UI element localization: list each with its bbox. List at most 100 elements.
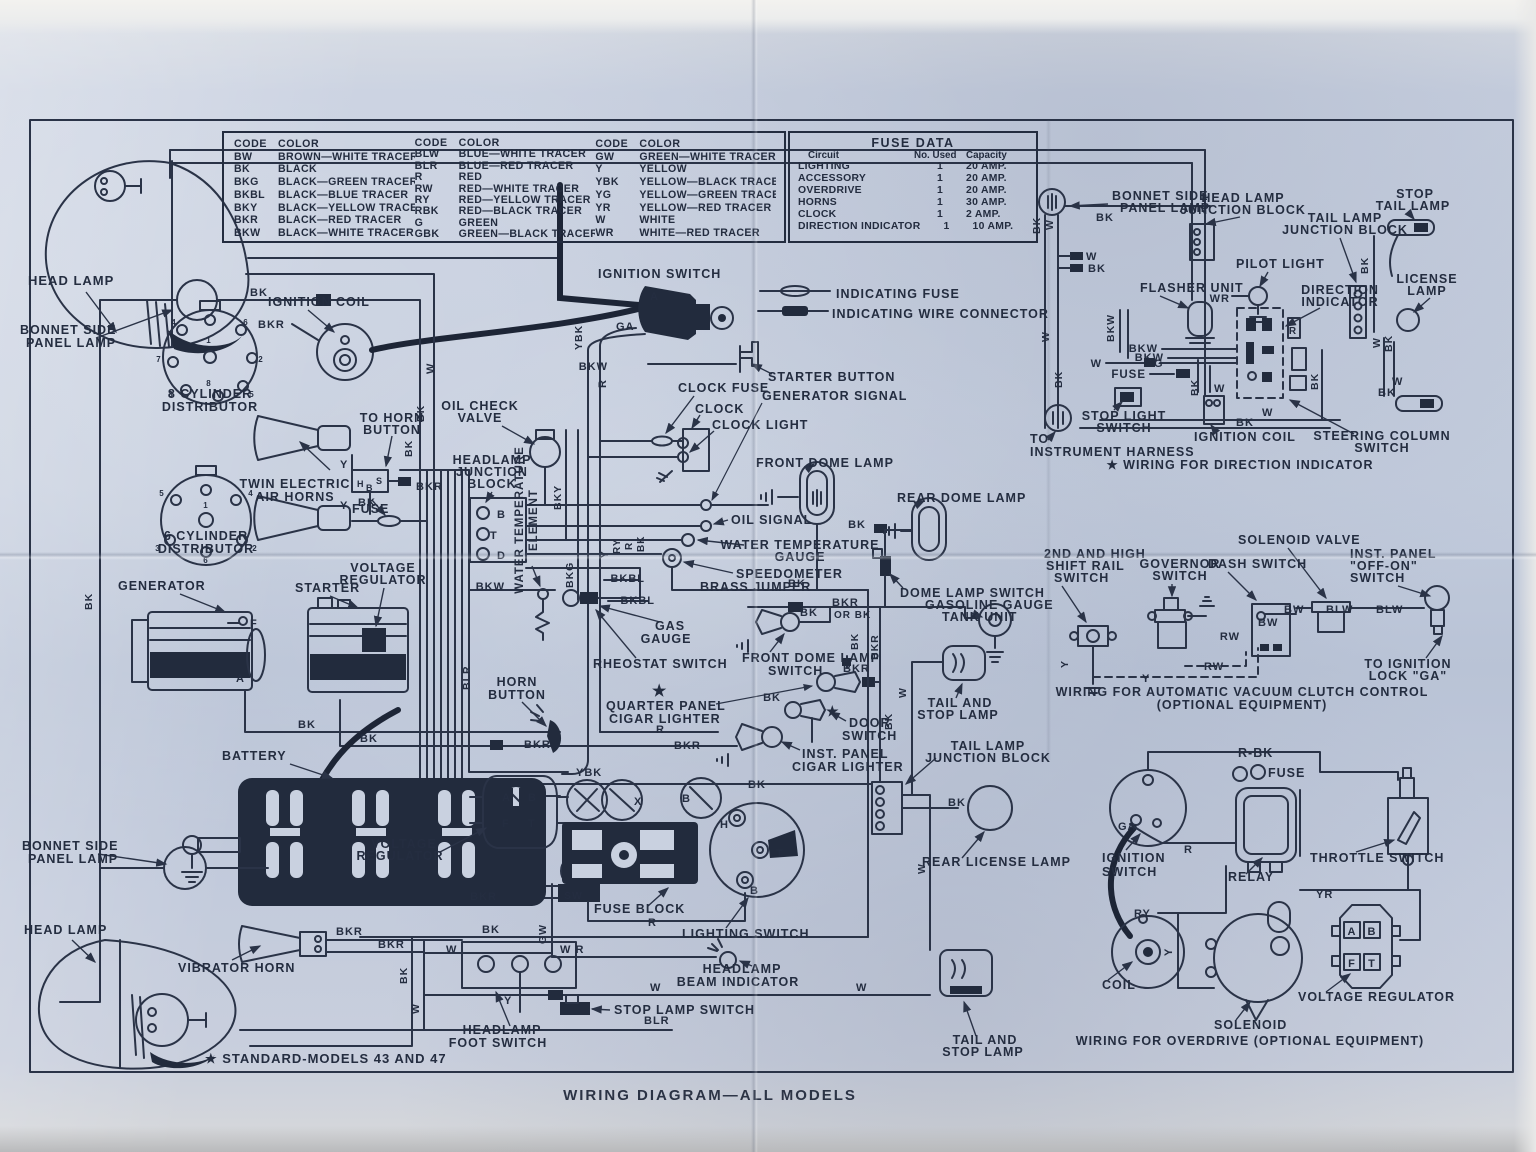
diagram-label: T [490,530,498,542]
fuse-table-title: FUSE DATA [871,136,955,150]
diagram-label: IGNITION COIL [268,295,370,309]
diagram-label: WIRING FOR AUTOMATIC VACUUM CLUTCH CONTR… [1056,685,1429,699]
diagram-label: GOVERNOR [1140,557,1221,571]
diagram-label: VIBRATOR HORN [178,961,295,975]
twin-air-horns-symbol [253,415,351,541]
distributor-6cyl-symbol [160,465,252,566]
diagram-label: GA [616,321,635,333]
diagram-label: ELEMENT [528,489,540,551]
diagram-label: Y [1163,948,1175,956]
diagram-label: 6 [203,556,208,565]
diagram-label: GAUGE [641,632,692,646]
diagram-label: SOLENOID VALVE [1238,533,1361,547]
diagram-label: SHIFT RAIL [1046,559,1125,573]
diagram-label: HEAD LAMP [24,923,107,937]
diagram-label: IGNITION COIL [1194,430,1296,444]
diagram-title: WIRING DIAGRAM—ALL MODELS [563,1087,857,1104]
diagram-label: R [1289,326,1297,337]
diagram-label: IGNITION [1102,851,1166,865]
diagram-label: W [897,687,909,698]
diagram-label: Y [504,995,512,1007]
distributor-8cyl-symbol [162,300,258,405]
diagram-label: BK [1189,379,1201,396]
diagram-label: INDICATING FUSE [836,287,960,301]
diagram-label: W [410,1003,422,1014]
diagram-label: A [236,673,245,685]
diagram-label: SWITCH [1350,571,1405,585]
diagram-label: 1 [203,501,208,510]
diagram-label: HEADLAMP [703,962,782,976]
diagram-label: STEERING COLUMN [1313,429,1450,443]
diagram-label: LIGHTING SWITCH [682,927,810,941]
diagram-label: BK [1383,335,1395,352]
center-wire-rows [244,589,980,938]
diagram-label: BUTTON [363,423,421,437]
diagram-label: 3 [168,390,173,399]
diagram-label: DASH SWITCH [1208,557,1307,571]
diagram-label: 5 [249,390,254,399]
diagram-label: PANEL LAMP [26,336,116,350]
diagram-label: REAR LICENSE LAMP [922,855,1071,869]
diagram-label: F [502,818,510,830]
diagram-label: T [776,848,784,860]
diagram-label: CIGAR LIGHTER [609,712,721,726]
diagram-label: HORN [497,675,538,689]
diagram-label: ★ WIRING FOR DIRECTION INDICATOR [1106,458,1373,472]
gasoline-gauge-tank-unit-symbol [971,603,1012,663]
diagram-label: W [1262,407,1273,419]
diagram-label: BATTERY [222,749,287,763]
diagram-label: BKR [378,939,405,951]
diagram-label: SW [564,890,583,902]
diagram-label: BKR [470,891,497,903]
diagram-label: S [376,476,383,486]
diagram-label: BKR [674,740,701,752]
diagram-label: JUNCTION [456,465,528,479]
diagram-label: FUSE BLOCK [594,902,685,916]
diagram-label: BLR [461,665,473,690]
diagram-label: (OPTIONAL EQUIPMENT) [1157,698,1327,712]
diagram-label: GW [537,924,549,944]
photo-edge-right [1514,0,1536,1152]
diagram-label: PANEL LAMP [28,852,118,866]
diagram-label: CLOCK LIGHT [712,418,808,432]
head-lamp-bottom-symbol [38,939,237,1070]
diagram-label: CIGAR LIGHTER [792,760,904,774]
diagram-label: H [357,479,365,489]
diagram-label: ★ [652,683,667,700]
diagram-label: BK [883,713,895,730]
diagram-label: Y [340,500,348,512]
diagram-label: HEAD LAMP [28,273,114,288]
diagram-label: IGNITION SWITCH [598,267,721,281]
diagram-label: FUSE [1111,369,1146,381]
diagram-label: 5 [159,489,164,498]
diagram-label: BONNET SIDE [20,323,116,337]
diagram-label: BLW [1376,604,1403,616]
diagram-label: DIRECTION [1301,283,1379,297]
diagram-label: WATER TEMPERATURE [514,446,526,594]
headlamp-foot-switch-symbol [461,941,577,1027]
diagram-label: BKR [416,481,443,493]
diagram-label: VOLTAGE [371,837,437,851]
diagram-label: BK [415,405,427,422]
diagram-label: REAR DOME LAMP [897,491,1026,505]
fuse-header-no-used: No. Used [914,150,957,161]
diagram-label: SWITCH [1054,571,1109,585]
diagram-label: COIL [1102,978,1136,992]
diagram-label: DISTRIBUTOR [162,400,258,414]
diagram-label: REGULATOR [356,849,443,863]
